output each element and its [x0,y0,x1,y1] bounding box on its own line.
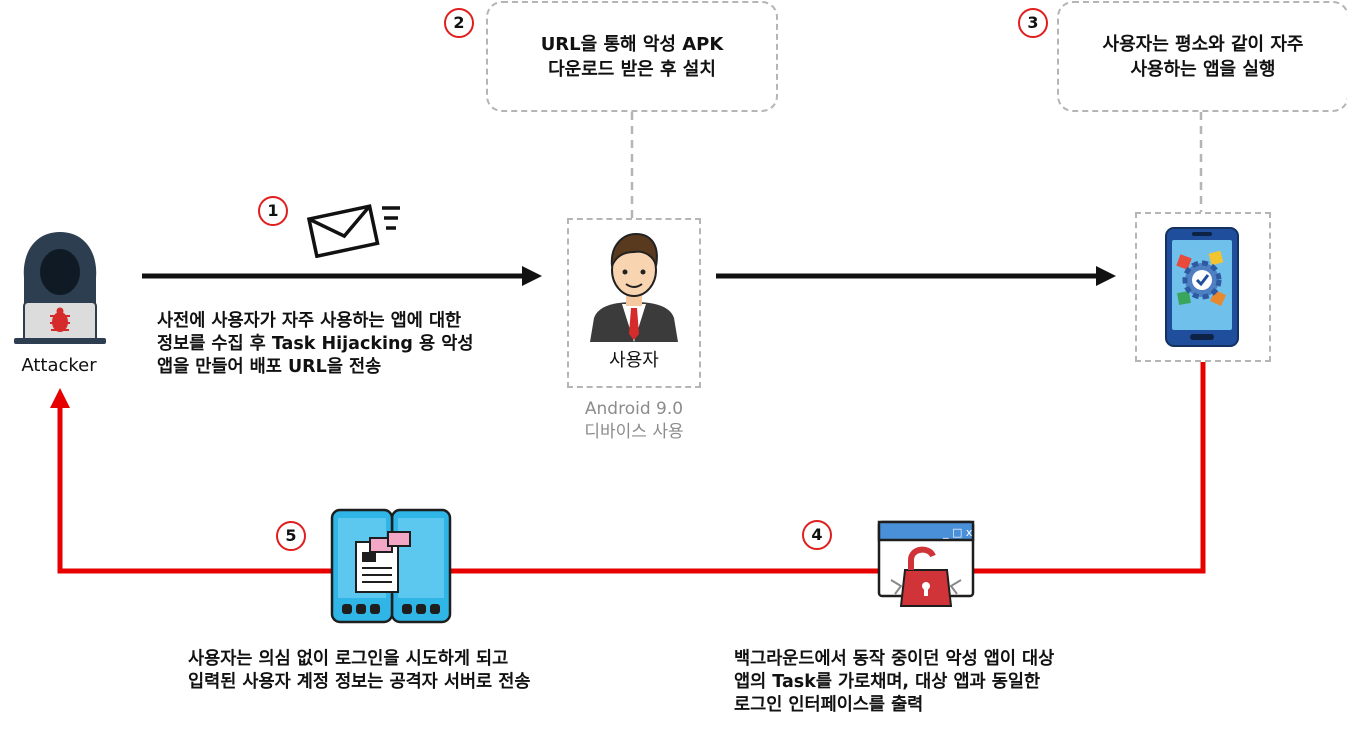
attacker-label: Attacker [21,355,97,376]
smartphone-app-icon [1165,227,1239,347]
device-note-line1: Android 9.0 [584,399,684,419]
device-note-line2: 디바이스 사용 [584,422,684,442]
step-2-callout: URL을 통해 악성 APK 다운로드 받은 후 설치 [486,1,778,112]
envelope-icon [306,204,400,258]
step-4-badge: 4 [802,520,832,550]
red-arrowhead-up [50,388,70,408]
locked-browser-window-icon: _ □ x [877,520,975,607]
step-3-badge: 3 [1018,8,1048,38]
step-1-description: 사전에 사용자가 자주 사용하는 앱에 대한 정보를 수집 후 Task Hij… [157,311,474,377]
hacker-icon [14,232,106,344]
step-5-description: 사용자는 의심 없이 로그인을 시도하게 되고 입력된 사용자 계정 정보는 공… [188,649,531,692]
attacker-figure [10,226,110,356]
red-return-path [57,362,1206,574]
step-5-badge: 5 [276,521,306,551]
dual-phone-data-icon [330,508,452,624]
step-2-badge: 2 [444,8,474,38]
step-3-callout: 사용자는 평소와 같이 자주 사용하는 앱을 실행 [1057,1,1347,112]
step-4-description: 백그라운드에서 동작 중이던 악성 앱이 대상 앱의 Task를 가로채며, 대… [734,649,1055,715]
step-1-badge: 1 [258,196,288,226]
user-label: 사용자 [609,350,659,371]
svg-text:_ □ x: _ □ x [942,526,973,539]
businessman-icon [590,232,678,342]
